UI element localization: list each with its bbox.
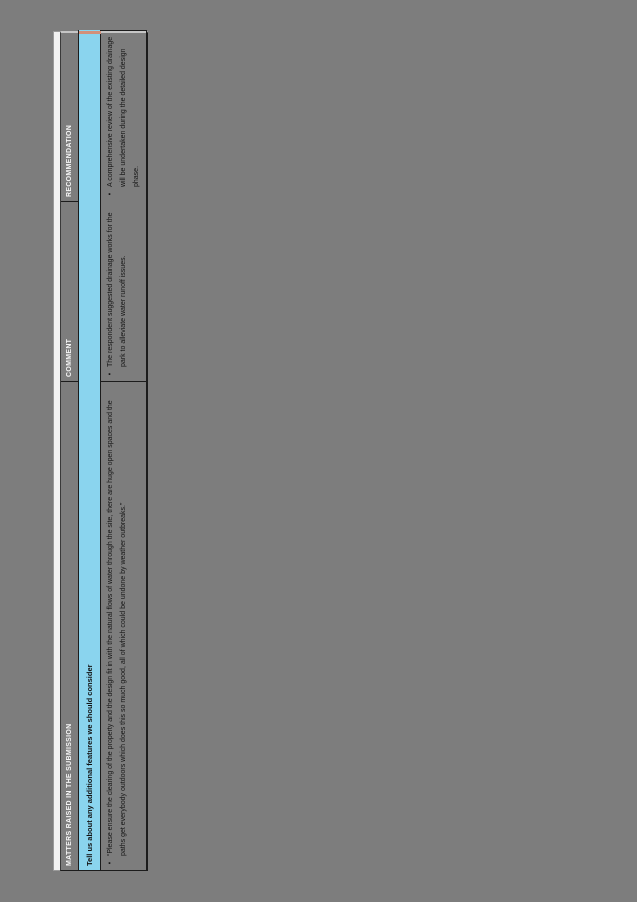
matters-bullet-text: “Please ensure the clearing of the prope… [107,400,127,856]
comment-bullet-text: The respondent suggested drainage works … [107,212,127,368]
submission-feedback-table: MATTERS RAISED IN THE SUBMISSION COMMENT… [60,30,148,871]
comment-cell: • The respondent suggested drainage work… [101,201,147,381]
column-header-comment-label: COMMENT [66,338,73,377]
matters-cell: • “Please ensure the clearing of the pro… [101,381,147,870]
bullet-marker: • [107,861,114,865]
bullet-marker: • [107,192,114,196]
column-header-matters-label: MATTERS RAISED IN THE SUBMISSION [66,723,73,866]
column-header-recommendation-label: RECOMMENDATION [66,124,73,197]
section-band-label: Tell us about any additional features we… [85,664,94,866]
column-header-matters: MATTERS RAISED IN THE SUBMISSION [61,381,79,870]
rotated-document-page: MATTERS RAISED IN THE SUBMISSION COMMENT… [53,30,148,871]
section-band-additional-features: Tell us about any additional features we… [79,30,101,870]
recommendation-cell: • A comprehensive review of the existing… [101,30,147,201]
page-edge-strip [53,31,60,871]
bullet-marker: • [107,372,114,376]
column-header-recommendation: RECOMMENDATION [61,30,79,201]
column-header-comment: COMMENT [61,201,79,381]
recommendation-bullet-text: A comprehensive review of the existing d… [107,36,140,187]
band-edge-accent [79,31,101,34]
